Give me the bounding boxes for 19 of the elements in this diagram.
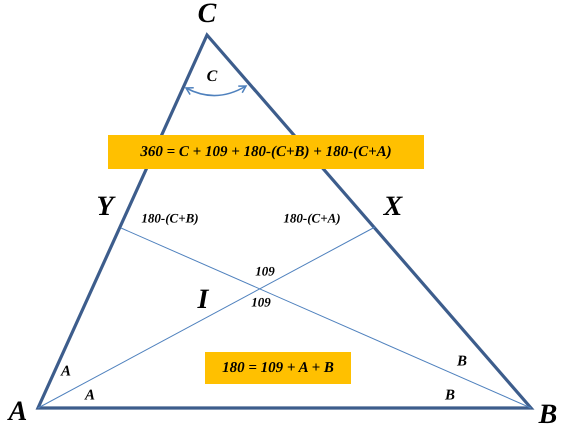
angle-label: 109 <box>255 264 275 278</box>
vertex-label: C <box>198 0 216 28</box>
point-label: X <box>384 193 402 221</box>
equation-box <box>108 135 424 169</box>
point-label: I <box>198 286 208 314</box>
equation-text: 180 = 109 + A + B <box>222 360 334 376</box>
angle-label: 109 <box>251 296 271 308</box>
angle-label: B <box>445 388 455 404</box>
equation-text: 360 = C + 109 + 180-(C+B) + 180-(C+A) <box>140 144 392 160</box>
angle-label: B <box>457 354 467 370</box>
angle-label: A <box>85 388 95 404</box>
vertex-label: B <box>538 401 558 429</box>
vertex-label: A <box>8 398 28 426</box>
angle-label: 180-(C+B) <box>141 212 199 224</box>
equation-box <box>205 352 351 384</box>
angle-label: C <box>206 69 218 85</box>
angle-label: 180-(C+A) <box>283 212 341 224</box>
point-label: Y <box>96 193 114 221</box>
angle-label: A <box>61 364 71 380</box>
